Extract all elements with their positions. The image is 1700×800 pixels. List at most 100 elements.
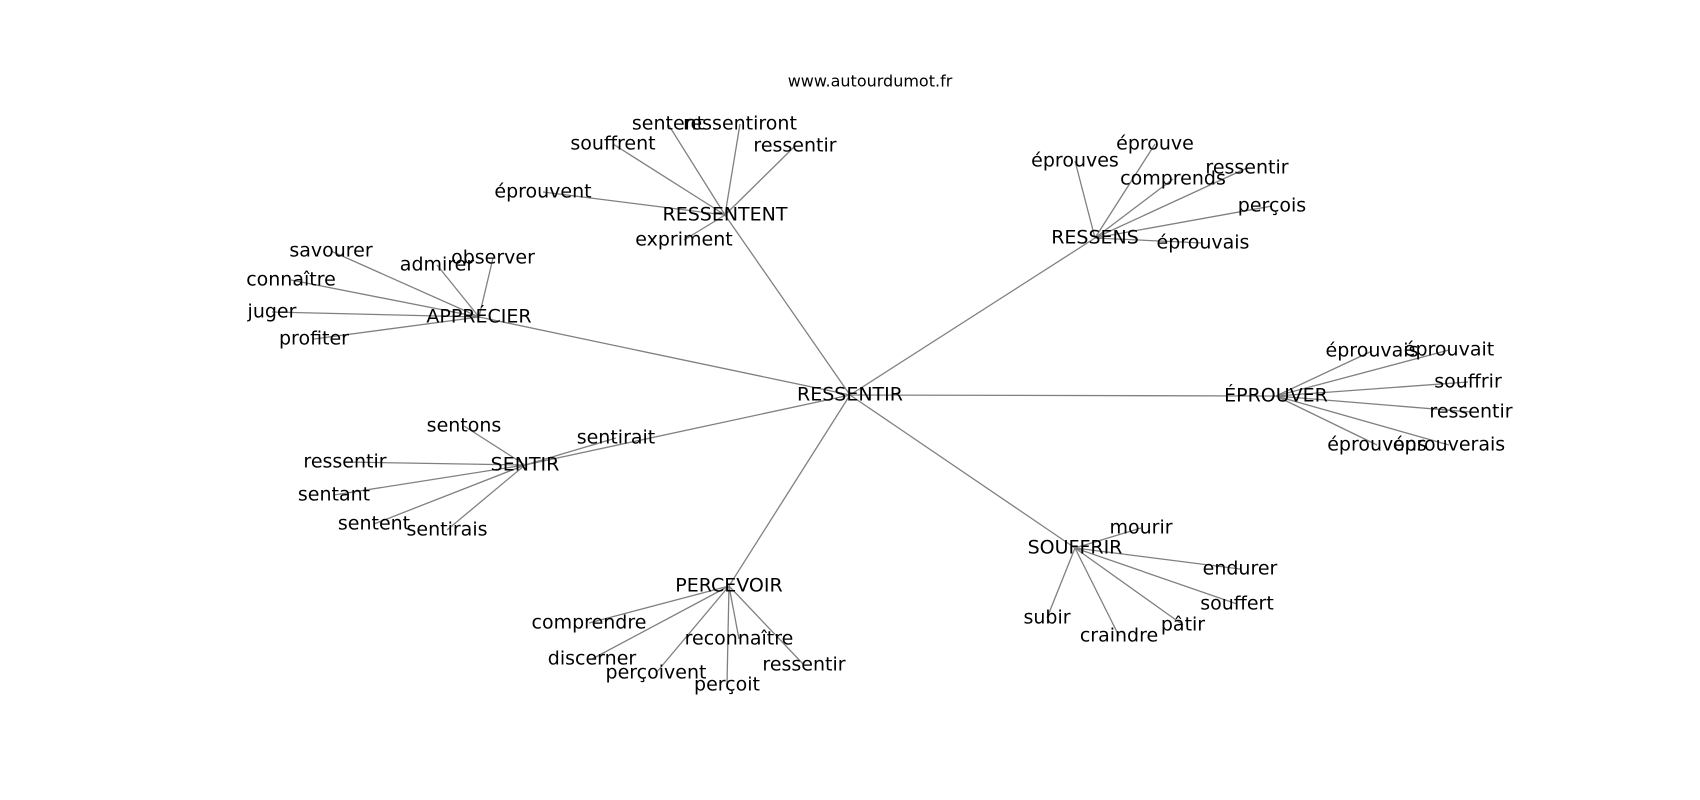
word-node[interactable]: ressentir: [753, 135, 836, 157]
word-node[interactable]: sentent: [338, 513, 410, 535]
word-node[interactable]: sentirais: [407, 519, 488, 541]
word-node[interactable]: connaître: [246, 269, 336, 291]
hub-word-edge: [290, 279, 480, 318]
hub-word-edge: [333, 464, 526, 496]
word-node[interactable]: ressentir: [762, 654, 845, 676]
hub-word-edge: [524, 437, 617, 466]
hub-word-edge: [683, 214, 726, 241]
hub-word-edge: [271, 311, 480, 318]
word-node[interactable]: comprendre: [532, 612, 647, 634]
word-node[interactable]: éprouvent: [494, 181, 591, 203]
hub-word-edge: [1094, 167, 1248, 239]
word-node[interactable]: souffert: [1200, 593, 1274, 615]
word-node[interactable]: souffrent: [570, 133, 655, 155]
word-node[interactable]: profiter: [279, 328, 349, 350]
hub-word-edge: [1094, 143, 1156, 239]
word-node[interactable]: admirer: [400, 254, 475, 276]
word-node[interactable]: sentant: [298, 484, 370, 506]
hub-node[interactable]: RESSENTENT: [663, 204, 788, 226]
word-node[interactable]: observer: [451, 247, 535, 269]
word-node[interactable]: ressentir: [1205, 157, 1288, 179]
hub-word-edge: [373, 464, 526, 525]
hub-word-edge: [1074, 547, 1238, 605]
word-node[interactable]: perçois: [1238, 195, 1306, 217]
word-node[interactable]: éprouvais: [1326, 340, 1419, 362]
word-node[interactable]: expriment: [635, 229, 732, 251]
hub-node[interactable]: SENTIR: [491, 454, 560, 476]
hub-word-edge: [1275, 395, 1472, 413]
hub-word-edge: [1275, 395, 1450, 446]
hub-word-edge: [1074, 160, 1096, 239]
hub-word-edge: [728, 585, 805, 666]
hub-word-edge: [478, 257, 494, 318]
hub-word-edge: [655, 585, 730, 674]
word-node[interactable]: perçoit: [694, 674, 760, 696]
center-hub-edge: [849, 394, 1076, 549]
word-node[interactable]: comprends: [1120, 168, 1226, 190]
word-node[interactable]: souffrir: [1434, 371, 1502, 393]
hub-word-edge: [724, 145, 796, 216]
hub-word-edge: [612, 143, 726, 216]
center-hub-edge: [724, 214, 851, 396]
hub-word-edge: [726, 585, 730, 686]
word-node[interactable]: discerner: [548, 648, 637, 670]
word-node[interactable]: sentirait: [577, 427, 656, 449]
center-hub-edge: [478, 316, 851, 396]
hub-word-edge: [1094, 178, 1174, 239]
word-node[interactable]: mourir: [1109, 517, 1172, 539]
word-node[interactable]: sentons: [427, 415, 502, 437]
hub-word-edge: [542, 191, 726, 216]
word-node[interactable]: juger: [247, 301, 297, 323]
hub-word-edge: [1074, 547, 1120, 637]
hub-word-edge: [588, 585, 730, 624]
word-node[interactable]: éprouvons: [1327, 434, 1427, 456]
word-node[interactable]: reconnaître: [685, 628, 794, 650]
word-node[interactable]: éprouvais: [1157, 232, 1250, 254]
center-hub-edge: [728, 394, 851, 587]
word-node[interactable]: craindre: [1080, 625, 1158, 647]
word-node[interactable]: ressentiront: [683, 113, 797, 135]
hub-word-edge: [1275, 395, 1378, 446]
graph-edges: [271, 123, 1472, 686]
hub-node[interactable]: APPRÉCIER: [426, 305, 531, 328]
hub-node[interactable]: SOUFFRIR: [1028, 537, 1123, 559]
hub-node[interactable]: PERCEVOIR: [675, 575, 782, 597]
hub-word-edge: [667, 123, 726, 216]
hub-word-edge: [463, 425, 526, 466]
hub-node[interactable]: RESSENS: [1051, 227, 1139, 249]
center-hub-edge: [849, 394, 1277, 397]
word-node[interactable]: pâtir: [1161, 614, 1205, 636]
hub-word-edge: [1046, 547, 1076, 619]
hub-word-edge: [1094, 237, 1204, 244]
word-node[interactable]: sentent: [632, 113, 704, 135]
center-hub-edge: [849, 237, 1096, 396]
word-node[interactable]: ressentir: [303, 451, 386, 473]
word-node[interactable]: perçoivent: [606, 662, 707, 684]
hub-word-edge: [313, 316, 480, 340]
word-node[interactable]: éprouverais: [1393, 434, 1505, 456]
hub-word-edge: [724, 123, 741, 216]
word-node[interactable]: endurer: [1203, 558, 1278, 580]
word-node[interactable]: savourer: [289, 240, 373, 262]
hub-word-edge: [1094, 205, 1273, 239]
hub-word-edge: [446, 464, 526, 531]
word-node[interactable]: ressentir: [1429, 401, 1512, 423]
hub-word-edge: [436, 264, 480, 318]
word-node[interactable]: subir: [1023, 607, 1070, 629]
hub-word-edge: [1074, 547, 1184, 626]
hub-word-edge: [1275, 349, 1450, 397]
hub-word-edge: [1074, 547, 1241, 570]
center-node[interactable]: RESSENTIR: [797, 384, 903, 406]
hub-word-edge: [344, 461, 526, 466]
word-node[interactable]: éprouvait: [1404, 339, 1494, 361]
word-node[interactable]: éprouve: [1116, 133, 1194, 155]
site-url: www.autourdumot.fr: [788, 72, 953, 91]
graph-labels: www.autourdumot.fr RESSENTENTsententress…: [246, 72, 1513, 696]
word-node[interactable]: éprouves: [1031, 150, 1119, 172]
hub-word-edge: [330, 250, 480, 318]
hub-word-edge: [591, 585, 730, 660]
hub-node[interactable]: ÉPROUVER: [1224, 384, 1328, 407]
hub-word-edge: [1275, 381, 1469, 397]
hub-word-edge: [1275, 350, 1373, 397]
